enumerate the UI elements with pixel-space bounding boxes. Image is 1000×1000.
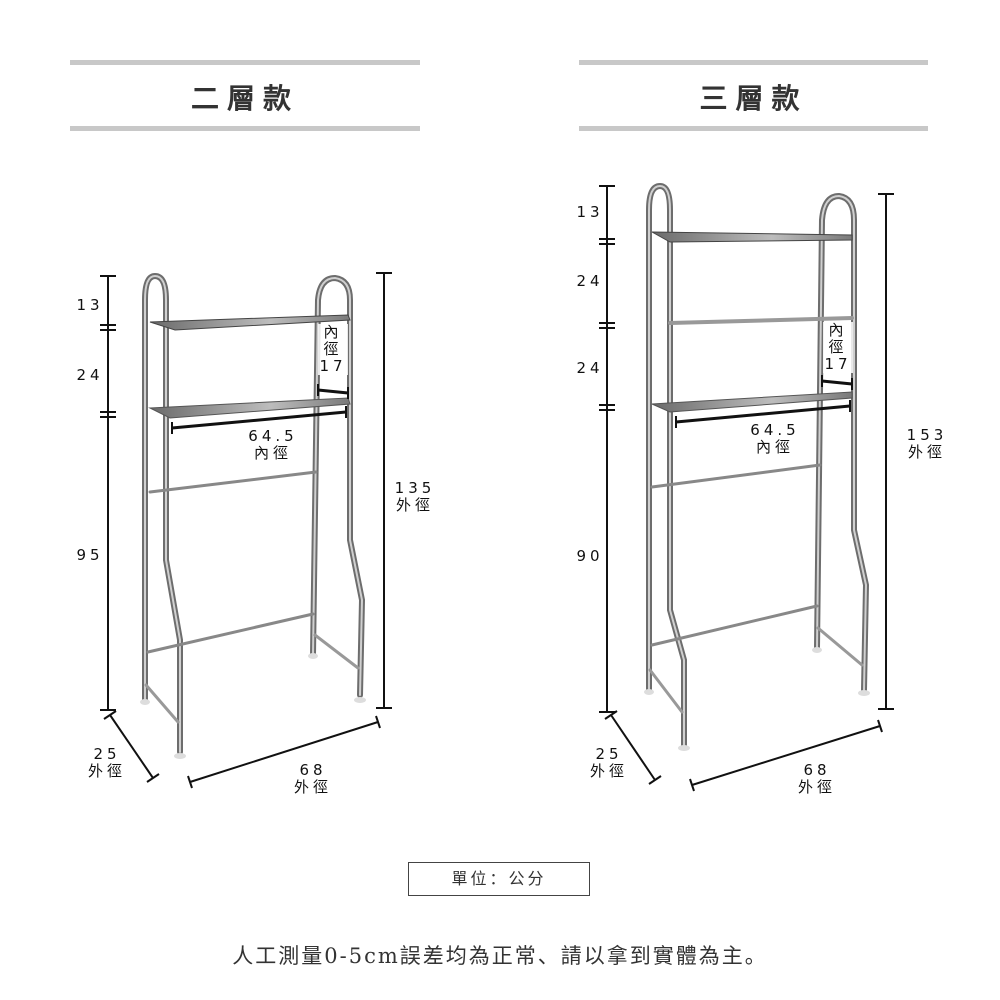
three-tier-base-width: 68 外徑 xyxy=(792,762,842,796)
three-tier-shelf-depth-label-1: 內 xyxy=(828,321,848,339)
left-title-rule-top xyxy=(70,60,420,65)
three-tier-shelf-depth: 內 徑 17 xyxy=(823,322,853,373)
left-title-rule-bottom xyxy=(70,126,420,131)
two-tier-shelf-gap: 24 xyxy=(76,366,104,384)
three-tier-shelf-gap-1: 24 xyxy=(576,272,604,290)
right-title-rule-bottom xyxy=(579,126,928,131)
two-tier-base-width: 68 外徑 xyxy=(288,762,338,796)
three-tier-shelf-depth-label-2: 徑 xyxy=(828,338,848,356)
two-tier-total-height: 135 外徑 xyxy=(390,480,440,514)
three-tier-rack-drawing xyxy=(644,182,870,751)
two-tier-shelf-depth-value: 17 xyxy=(319,357,347,375)
two-tier-title: 二層款 xyxy=(190,82,299,115)
two-tier-shelf-depth-label-1: 內 xyxy=(323,323,343,341)
three-tier-title: 三層款 xyxy=(699,82,808,115)
three-tier-shelf-gap-2: 24 xyxy=(576,359,604,377)
three-tier-base-depth-value: 25 xyxy=(595,745,623,763)
three-tier-shelf-width: 64.5 內徑 xyxy=(740,422,810,456)
three-tier-base-width-value: 68 xyxy=(803,761,831,779)
three-tier-total-height-value: 153 xyxy=(906,426,948,444)
three-tier-base-width-label: 外徑 xyxy=(797,778,836,796)
three-tier-shelf-depth-value: 17 xyxy=(824,355,852,373)
measurement-note: 人工測量0-5cm誤差均為正常、請以拿到實體為主。 xyxy=(232,944,768,968)
two-tier-top-gap: 13 xyxy=(76,296,104,314)
three-tier-dimension-lines xyxy=(599,185,894,792)
two-tier-rack-drawing xyxy=(140,272,366,759)
three-tier-base-depth: 25 外徑 xyxy=(584,746,634,780)
two-tier-shelf-width-label: 內徑 xyxy=(253,444,292,462)
two-tier-shelf-width: 64.5 內徑 xyxy=(238,428,308,462)
unit-label: 單位：公分 xyxy=(408,862,590,896)
two-tier-base-depth-value: 25 xyxy=(93,745,121,763)
three-tier-top-gap: 13 xyxy=(576,203,604,221)
two-tier-base-depth: 25 外徑 xyxy=(82,746,132,780)
two-tier-total-height-value: 135 xyxy=(394,479,436,497)
two-tier-base-width-value: 68 xyxy=(299,761,327,779)
two-tier-shelf-depth-label-2: 徑 xyxy=(323,340,343,358)
two-tier-shelf-width-value: 64.5 xyxy=(248,427,298,445)
right-title-rule-top xyxy=(579,60,928,65)
two-tier-base-depth-label: 外徑 xyxy=(87,762,126,780)
three-tier-lower-height: 90 xyxy=(576,547,604,565)
three-tier-base-depth-label: 外徑 xyxy=(589,762,628,780)
two-tier-base-width-label: 外徑 xyxy=(293,778,332,796)
two-tier-total-height-label: 外徑 xyxy=(395,496,434,514)
three-tier-total-height-label: 外徑 xyxy=(907,443,946,461)
three-tier-shelf-width-value: 64.5 xyxy=(750,421,800,439)
three-tier-total-height: 153 外徑 xyxy=(902,427,952,461)
two-tier-shelf-depth: 內 徑 17 xyxy=(318,324,348,375)
two-tier-lower-height: 95 xyxy=(76,546,104,564)
two-tier-dimension-lines xyxy=(100,272,392,789)
three-tier-shelf-width-label: 內徑 xyxy=(755,438,794,456)
